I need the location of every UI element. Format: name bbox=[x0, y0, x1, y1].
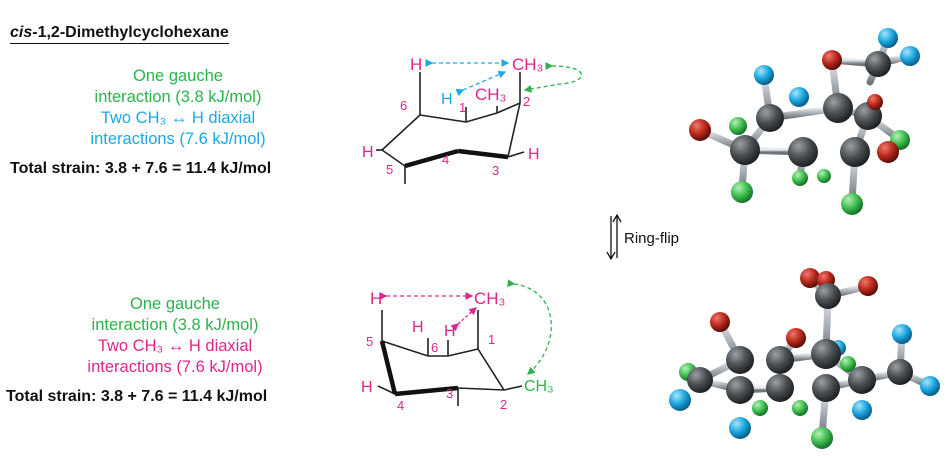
top-carbon-4: 4 bbox=[442, 152, 449, 167]
top-h-axial: H bbox=[410, 55, 422, 74]
page-title: cis-1,2-Dimethylcyclohexane bbox=[10, 24, 229, 44]
top-carbon-5: 5 bbox=[386, 162, 393, 177]
top-ch3-axial: CH₃ bbox=[512, 55, 543, 74]
top-carbon-2: 2 bbox=[523, 94, 530, 109]
bottom-ch3-right: CH₃ bbox=[524, 378, 554, 395]
bottom-ch3-axial: CH₃ bbox=[474, 289, 505, 308]
title-italic: cis bbox=[10, 24, 33, 41]
top-diaxial-line-1: Two CH₃ ↔ H diaxial bbox=[100, 109, 256, 127]
bottom-diaxial-line-1: Two CH₃ ↔ H diaxial bbox=[97, 337, 253, 355]
top-strain-annotation: One gauche interaction (3.8 kJ/mol) Two … bbox=[58, 66, 298, 150]
bottom-carbon-6: 6 bbox=[431, 340, 438, 355]
ring-flip-arrows bbox=[606, 213, 622, 261]
top-h-mid: H bbox=[441, 91, 453, 108]
bottom-gauche-line-2: interaction (3.8 kJ/mol) bbox=[91, 316, 259, 334]
top-gauche-line-2: interaction (3.8 kJ/mol) bbox=[94, 88, 262, 106]
bottom-carbon-5: 5 bbox=[366, 334, 373, 349]
top-diaxial-line-2: interactions (7.6 kJ/mol) bbox=[90, 130, 266, 148]
bottom-chair-labels: H CH₃ H H 5 6 1 4 3 2 H CH₃ bbox=[361, 289, 554, 413]
top-carbon-6: 6 bbox=[400, 98, 407, 113]
bottom-h-a: H bbox=[412, 319, 424, 336]
top-carbon-1: 1 bbox=[459, 100, 466, 115]
bottom-chair-structure bbox=[377, 279, 552, 406]
bottom-strain-annotation: One gauche interaction (3.8 kJ/mol) Two … bbox=[55, 294, 295, 378]
bottom-h-left: H bbox=[361, 379, 373, 396]
top-carbon-3: 3 bbox=[492, 163, 499, 178]
title-rest: -1,2-Dimethylcyclohexane bbox=[32, 24, 229, 41]
bottom-diaxial-line-2: interactions (7.6 kJ/mol) bbox=[87, 358, 263, 376]
top-total-strain: Total strain: 3.8 + 7.6 = 11.4 kJ/mol bbox=[10, 160, 272, 177]
top-gauche-line-1: One gauche bbox=[133, 67, 223, 85]
bottom-carbon-3: 3 bbox=[446, 386, 453, 401]
top-molecule-model bbox=[689, 28, 920, 215]
bottom-carbon-1: 1 bbox=[488, 332, 495, 347]
bottom-h-b: H bbox=[444, 323, 456, 340]
top-chair-structure bbox=[376, 59, 583, 184]
bottom-gauche-line-1: One gauche bbox=[130, 295, 220, 313]
top-ch3-mid: CH₃ bbox=[475, 85, 506, 104]
bottom-h-axial: H bbox=[370, 289, 382, 308]
top-h-right: H bbox=[528, 146, 540, 163]
bottom-carbon-4: 4 bbox=[397, 398, 404, 413]
ring-flip-label: Ring-flip bbox=[624, 230, 680, 247]
bottom-carbon-2: 2 bbox=[500, 397, 507, 412]
bottom-molecule-model bbox=[669, 268, 940, 449]
top-h-left: H bbox=[362, 144, 374, 161]
bottom-total-strain: Total strain: 3.8 + 7.6 = 11.4 kJ/mol bbox=[6, 388, 268, 405]
top-chair-labels: H CH₃ H CH₃ 6 1 2 5 4 3 H H bbox=[362, 55, 543, 178]
